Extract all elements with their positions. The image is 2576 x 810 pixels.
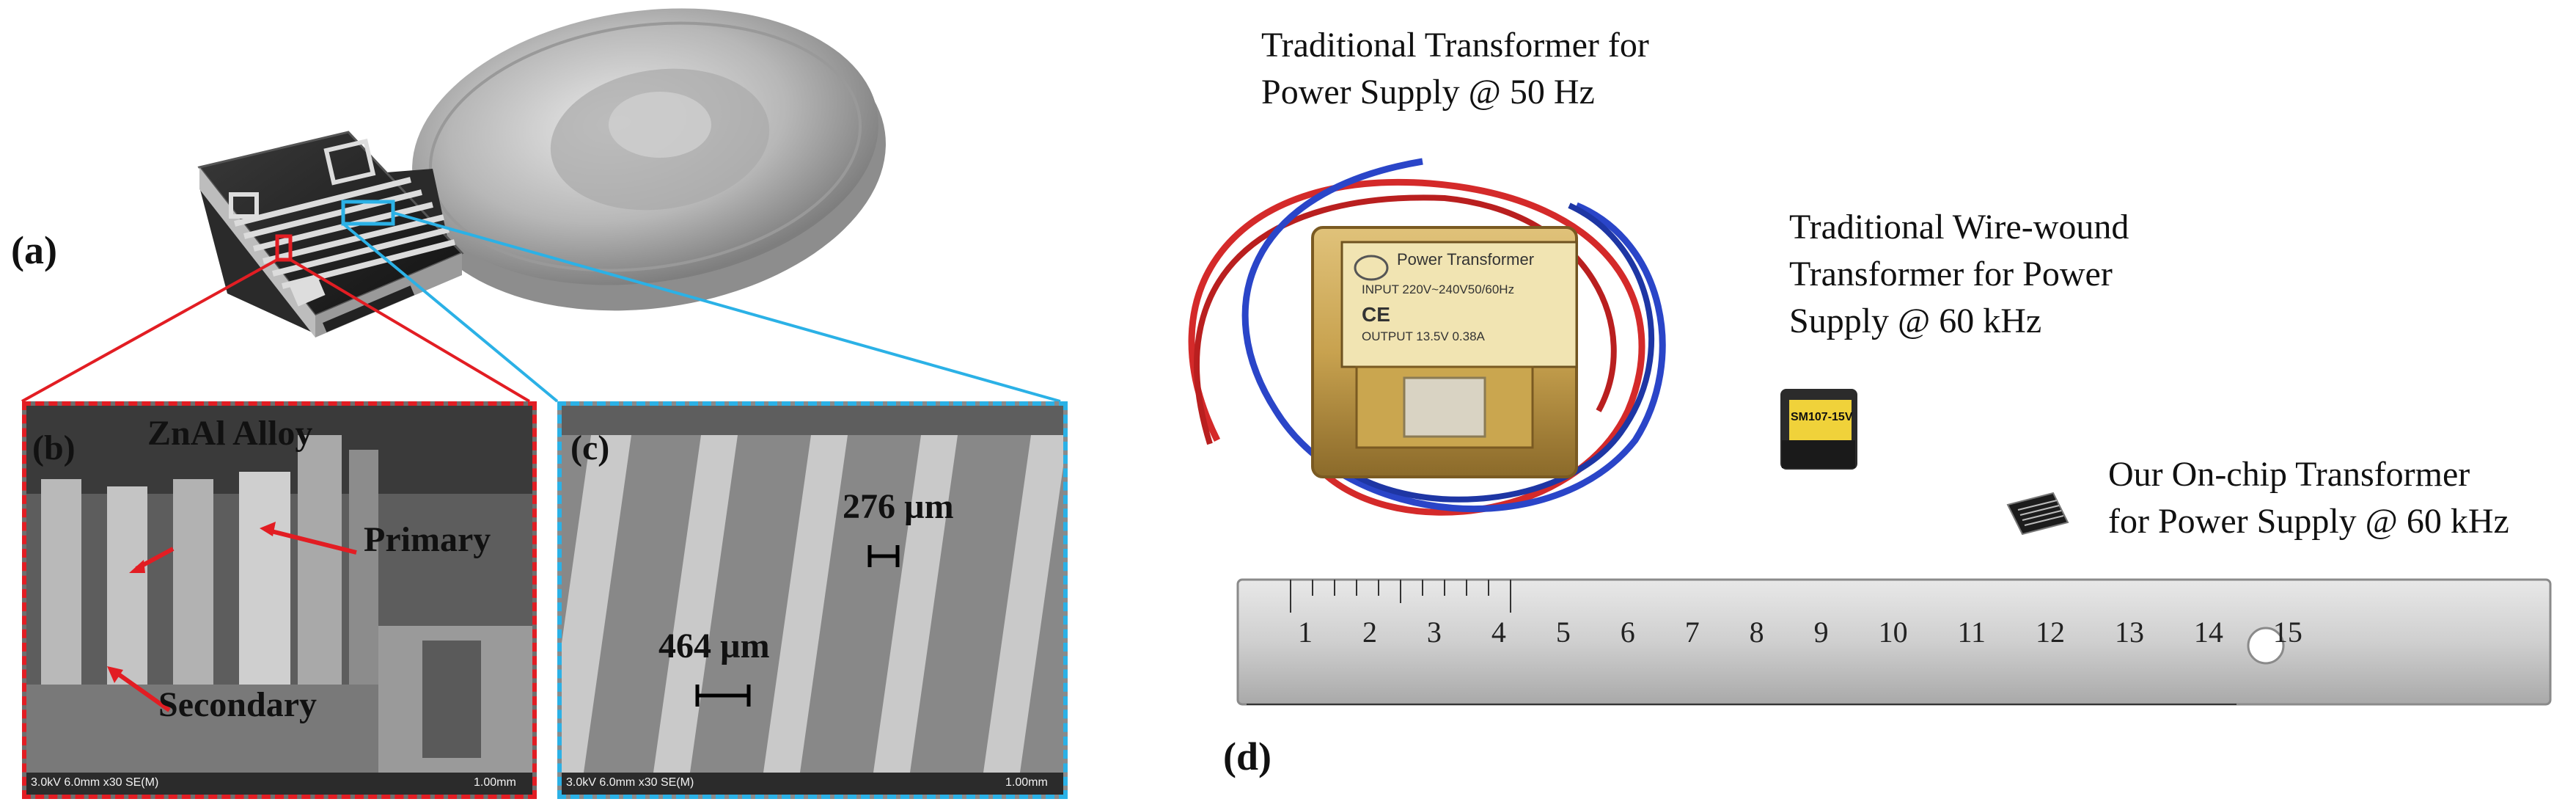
sem-b-scale: 1.00mm	[474, 776, 516, 789]
transformer-output: OUTPUT 13.5V 0.38A	[1362, 329, 1485, 343]
ruler-number: 2	[1362, 616, 1377, 649]
sem-b-texture	[26, 406, 532, 795]
caption-traditional-50hz: Traditional Transformer for Power Supply…	[1261, 26, 1649, 112]
transformer-input: INPUT 220V~240V50/60Hz	[1362, 282, 1515, 296]
sem-c-scale: 1.00mm	[1005, 776, 1048, 789]
transformer-brand: Power Transformer	[1397, 250, 1535, 269]
ruler-number: 4	[1491, 616, 1506, 649]
transformer-ce: CE	[1362, 303, 1390, 326]
annotation-secondary: Secondary	[158, 685, 317, 724]
zoom-line-blue-right	[392, 211, 1061, 403]
ruler-number: 3	[1426, 616, 1442, 649]
caption-wire-wound: Traditional Wire-wound Transformer for P…	[1789, 208, 2129, 340]
sem-c-info: 3.0kV 6.0mm x30 SE(M)	[566, 776, 694, 789]
sem-panel-b: (b) ZnAl Alloy Primary Secondary 3.0kV 6…	[22, 401, 537, 799]
ruler-number-row: 1 2 3 4 5 6 7 8 9 10 11 12 13 14 15	[1298, 615, 2302, 659]
measure-464um: 464 µm	[658, 627, 770, 665]
panel-label-d: (d)	[1223, 734, 1272, 778]
panel-label-c: (c)	[570, 428, 610, 467]
ruler-number: 5	[1555, 616, 1571, 649]
ruler-number: 14	[2193, 616, 2223, 649]
ruler-number: 11	[1957, 616, 1986, 649]
ruler-number: 7	[1684, 616, 1700, 649]
sem-c-texture	[562, 406, 1063, 795]
ruler-number: 1	[1298, 616, 1313, 649]
sem-b-info: 3.0kV 6.0mm x30 SE(M)	[31, 776, 159, 789]
ruler-number: 12	[2036, 616, 2065, 649]
caption-on-chip: Our On-chip Transformer for Power Supply…	[2108, 455, 2509, 541]
ruler-number: 10	[1878, 616, 1908, 649]
ruler-number: 9	[1813, 616, 1829, 649]
annotation-primary: Primary	[364, 520, 491, 559]
annotation-znal-alloy: ZnAl Alloy	[147, 414, 313, 453]
panel-label-b: (b)	[32, 428, 76, 467]
ruler-number: 13	[2114, 616, 2144, 649]
small-transformer-label: SM107-15V	[1791, 411, 1853, 423]
panel-label-a: (a)	[11, 228, 57, 272]
ruler-number: 15	[2272, 616, 2302, 649]
ruler-number: 6	[1620, 616, 1635, 649]
measure-276um: 276 µm	[843, 487, 954, 526]
zoom-line-red-left	[21, 258, 278, 403]
transformer-label-plate: Power Transformer INPUT 220V~240V50/60Hz…	[1346, 246, 1573, 344]
sem-panel-c: (c) 276 µm 464 µm 3.0kV 6.0mm x30 SE(M) …	[557, 401, 1068, 799]
zoom-line-blue-left	[342, 222, 559, 403]
ruler-number: 8	[1749, 616, 1764, 649]
zoom-line-red-right	[289, 258, 531, 403]
